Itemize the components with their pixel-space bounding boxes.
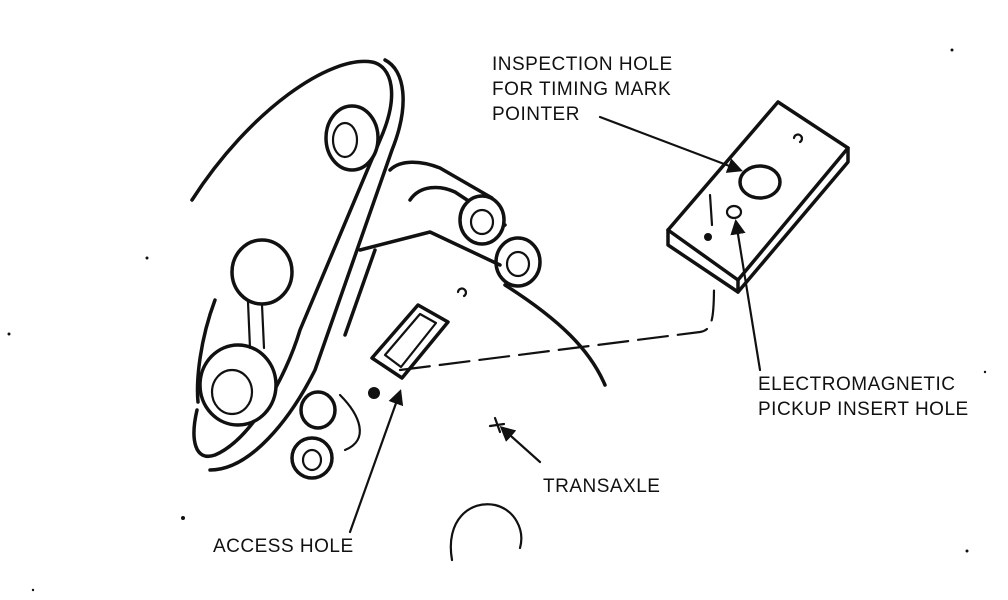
pickup-line-1: ELECTROMAGNETIC — [758, 374, 956, 395]
lower-bolts — [290, 390, 361, 480]
pulley-upper — [324, 104, 380, 172]
pickup-line-2: PICKUP INSERT HOLE — [758, 399, 969, 420]
inspection-hole-line-2: FOR TIMING MARK — [492, 79, 671, 100]
timing-cover-plate — [666, 100, 850, 294]
transaxle-label: TRANSAXLE — [543, 476, 660, 497]
pulley-link — [246, 300, 266, 350]
transaxle-leader — [499, 425, 542, 464]
transaxle-mark — [488, 416, 506, 434]
projection-line — [398, 283, 716, 372]
inspection-hole-line-3: POINTER — [492, 104, 580, 125]
transaxle-case — [343, 248, 467, 399]
electromagnetic-pickup-label: ELECTROMAGNETIC PICKUP INSERT HOLE — [758, 374, 969, 420]
pickup-hole-leader — [730, 218, 762, 372]
inspection-hole-leader — [598, 115, 743, 173]
access-hole-label: ACCESS HOLE — [213, 536, 354, 557]
drive-belt — [190, 58, 405, 472]
alternator-bracket — [358, 160, 607, 387]
inspection-hole-line-1: INSPECTION HOLE — [492, 54, 673, 75]
pulley-middle — [230, 238, 294, 306]
scan-specks — [7, 48, 987, 592]
pulley-lower — [198, 343, 278, 427]
inspection-hole-label: INSPECTION HOLE FOR TIMING MARK POINTER — [492, 54, 678, 125]
access-hole-leader — [348, 389, 404, 534]
transaxle-outline — [449, 503, 523, 562]
